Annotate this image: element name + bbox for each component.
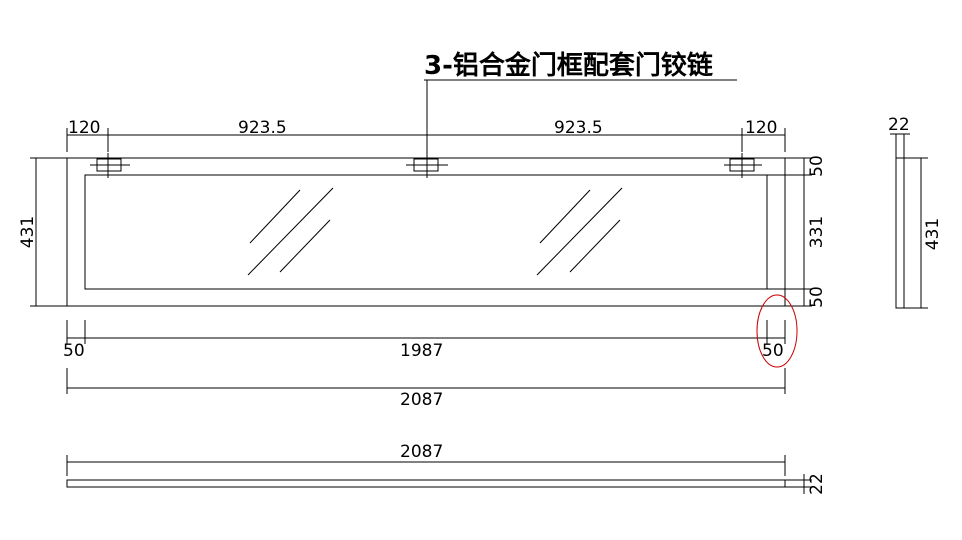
red-annotation-circle [756,294,798,368]
dim-span-left: 923.5 [238,118,287,138]
dim-left-margin: 120 [68,118,100,138]
dim-side-height: 431 [923,218,943,250]
glass-hatch-left [247,187,334,276]
bottom-plan-view [66,455,812,494]
dim-side-thickness: 22 [888,115,910,135]
glass-panel [84,174,768,290]
side-view [890,133,928,309]
dim-left-stile: 50 [63,341,85,361]
right-vertical-dimension-chain [767,157,812,307]
dim-glass-width: 1987 [400,341,443,361]
dim-overall-width: 2087 [400,390,443,410]
dim-right-stile: 50 [762,341,784,361]
dim-height-left: 431 [18,216,38,248]
dim-top-rail: 50 [807,155,827,177]
dim-span-right: 923.5 [554,118,603,138]
drawing-title: 3-铝合金门框配套门铰链 [424,50,713,81]
door-frame-front-view [66,153,786,307]
hinge-left [90,153,130,178]
dim-bottom-thickness: 22 [807,473,827,495]
hinge-right [724,153,762,178]
top-dimension-chain [66,128,786,152]
dim-glass-height: 331 [807,216,827,248]
dim-bottom-rail: 50 [807,286,827,308]
overall-width-dimension [66,368,786,394]
glass-hatch-right [536,187,623,276]
hinge-center [406,153,448,178]
left-height-dimension [30,157,67,307]
dim-bottom-width: 2087 [400,442,443,462]
dim-right-margin: 120 [745,118,777,138]
bottom-dimension-chain [66,320,786,344]
outer-frame [66,157,786,307]
